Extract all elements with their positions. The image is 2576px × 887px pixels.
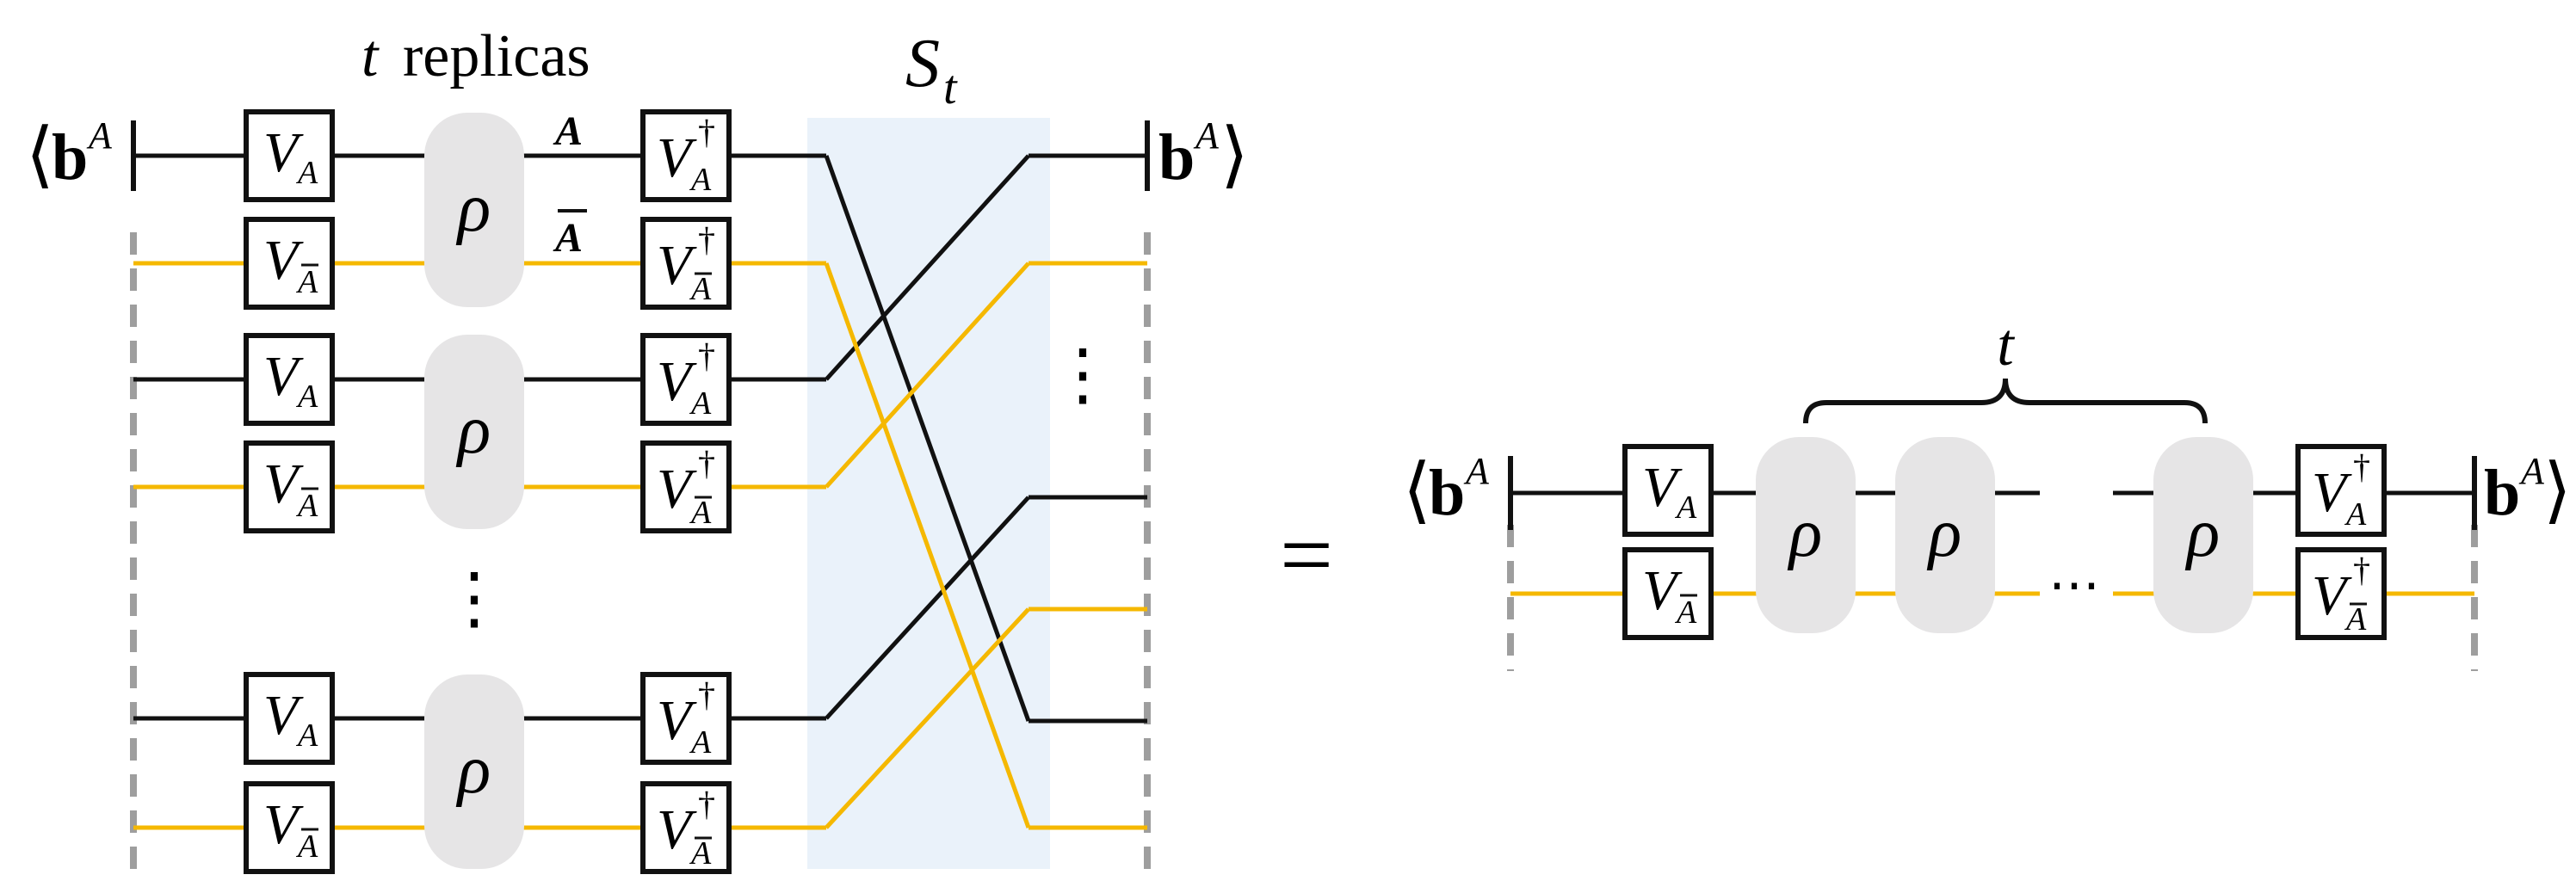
svg-text:S: S	[905, 26, 940, 102]
wire-label-abar: A	[553, 209, 587, 261]
bra-label: ⟨ b A	[26, 114, 113, 195]
rho-blob-3: ρ	[424, 674, 524, 869]
rho-blob-2: ρ	[424, 335, 524, 529]
rho-blob-1: ρ	[424, 113, 524, 307]
right-bra-label: ⟨ b A	[1403, 450, 1490, 531]
svg-text:ρ: ρ	[455, 392, 491, 468]
svg-text:⟨: ⟨	[26, 115, 54, 195]
svg-text:b: b	[52, 121, 88, 194]
brace-label-t: t	[1997, 312, 2015, 379]
svg-text:ρ: ρ	[2184, 496, 2220, 571]
svg-text:b: b	[1158, 121, 1195, 194]
svg-text:A: A	[1463, 450, 1490, 492]
swap-label: S t	[905, 26, 958, 114]
ket-label: b A ⟩	[1158, 114, 1249, 195]
svg-text:A: A	[553, 215, 583, 261]
svg-text:t: t	[943, 61, 958, 114]
svg-text:A: A	[1193, 114, 1220, 157]
svg-text:ρ: ρ	[455, 170, 491, 246]
right-vdots: ⋮	[1048, 337, 1117, 413]
swap-crossings	[824, 154, 1031, 829]
svg-text:A: A	[2518, 450, 2545, 492]
svg-text:⟩: ⟩	[1220, 115, 1249, 195]
replicas-title: t replicas	[361, 23, 590, 89]
wire-label-a: A	[553, 108, 583, 154]
equals-sign: =	[1280, 502, 1333, 607]
right-ket-label: b A ⟩	[2484, 450, 2572, 531]
hdots: ⋯	[2048, 557, 2100, 613]
svg-text:⟨: ⟨	[1403, 451, 1431, 531]
svg-text:ρ: ρ	[455, 732, 491, 808]
svg-text:b: b	[2484, 457, 2520, 529]
svg-text:ρ: ρ	[1787, 496, 1822, 571]
swap-region	[807, 118, 1050, 869]
svg-text:t: t	[361, 23, 380, 89]
left-vdots: ⋮	[440, 561, 509, 637]
rho-blob-right-3: ρ	[2153, 437, 2253, 633]
rho-blob-right-1: ρ	[1756, 437, 1856, 633]
curly-brace	[1803, 378, 2208, 424]
svg-text:⟩: ⟩	[2543, 451, 2572, 531]
svg-text:b: b	[1429, 457, 1465, 529]
svg-text:replicas: replicas	[403, 23, 590, 89]
svg-text:A: A	[86, 114, 113, 157]
svg-text:ρ: ρ	[1926, 496, 1961, 571]
rho-blob-right-2: ρ	[1895, 437, 1995, 633]
